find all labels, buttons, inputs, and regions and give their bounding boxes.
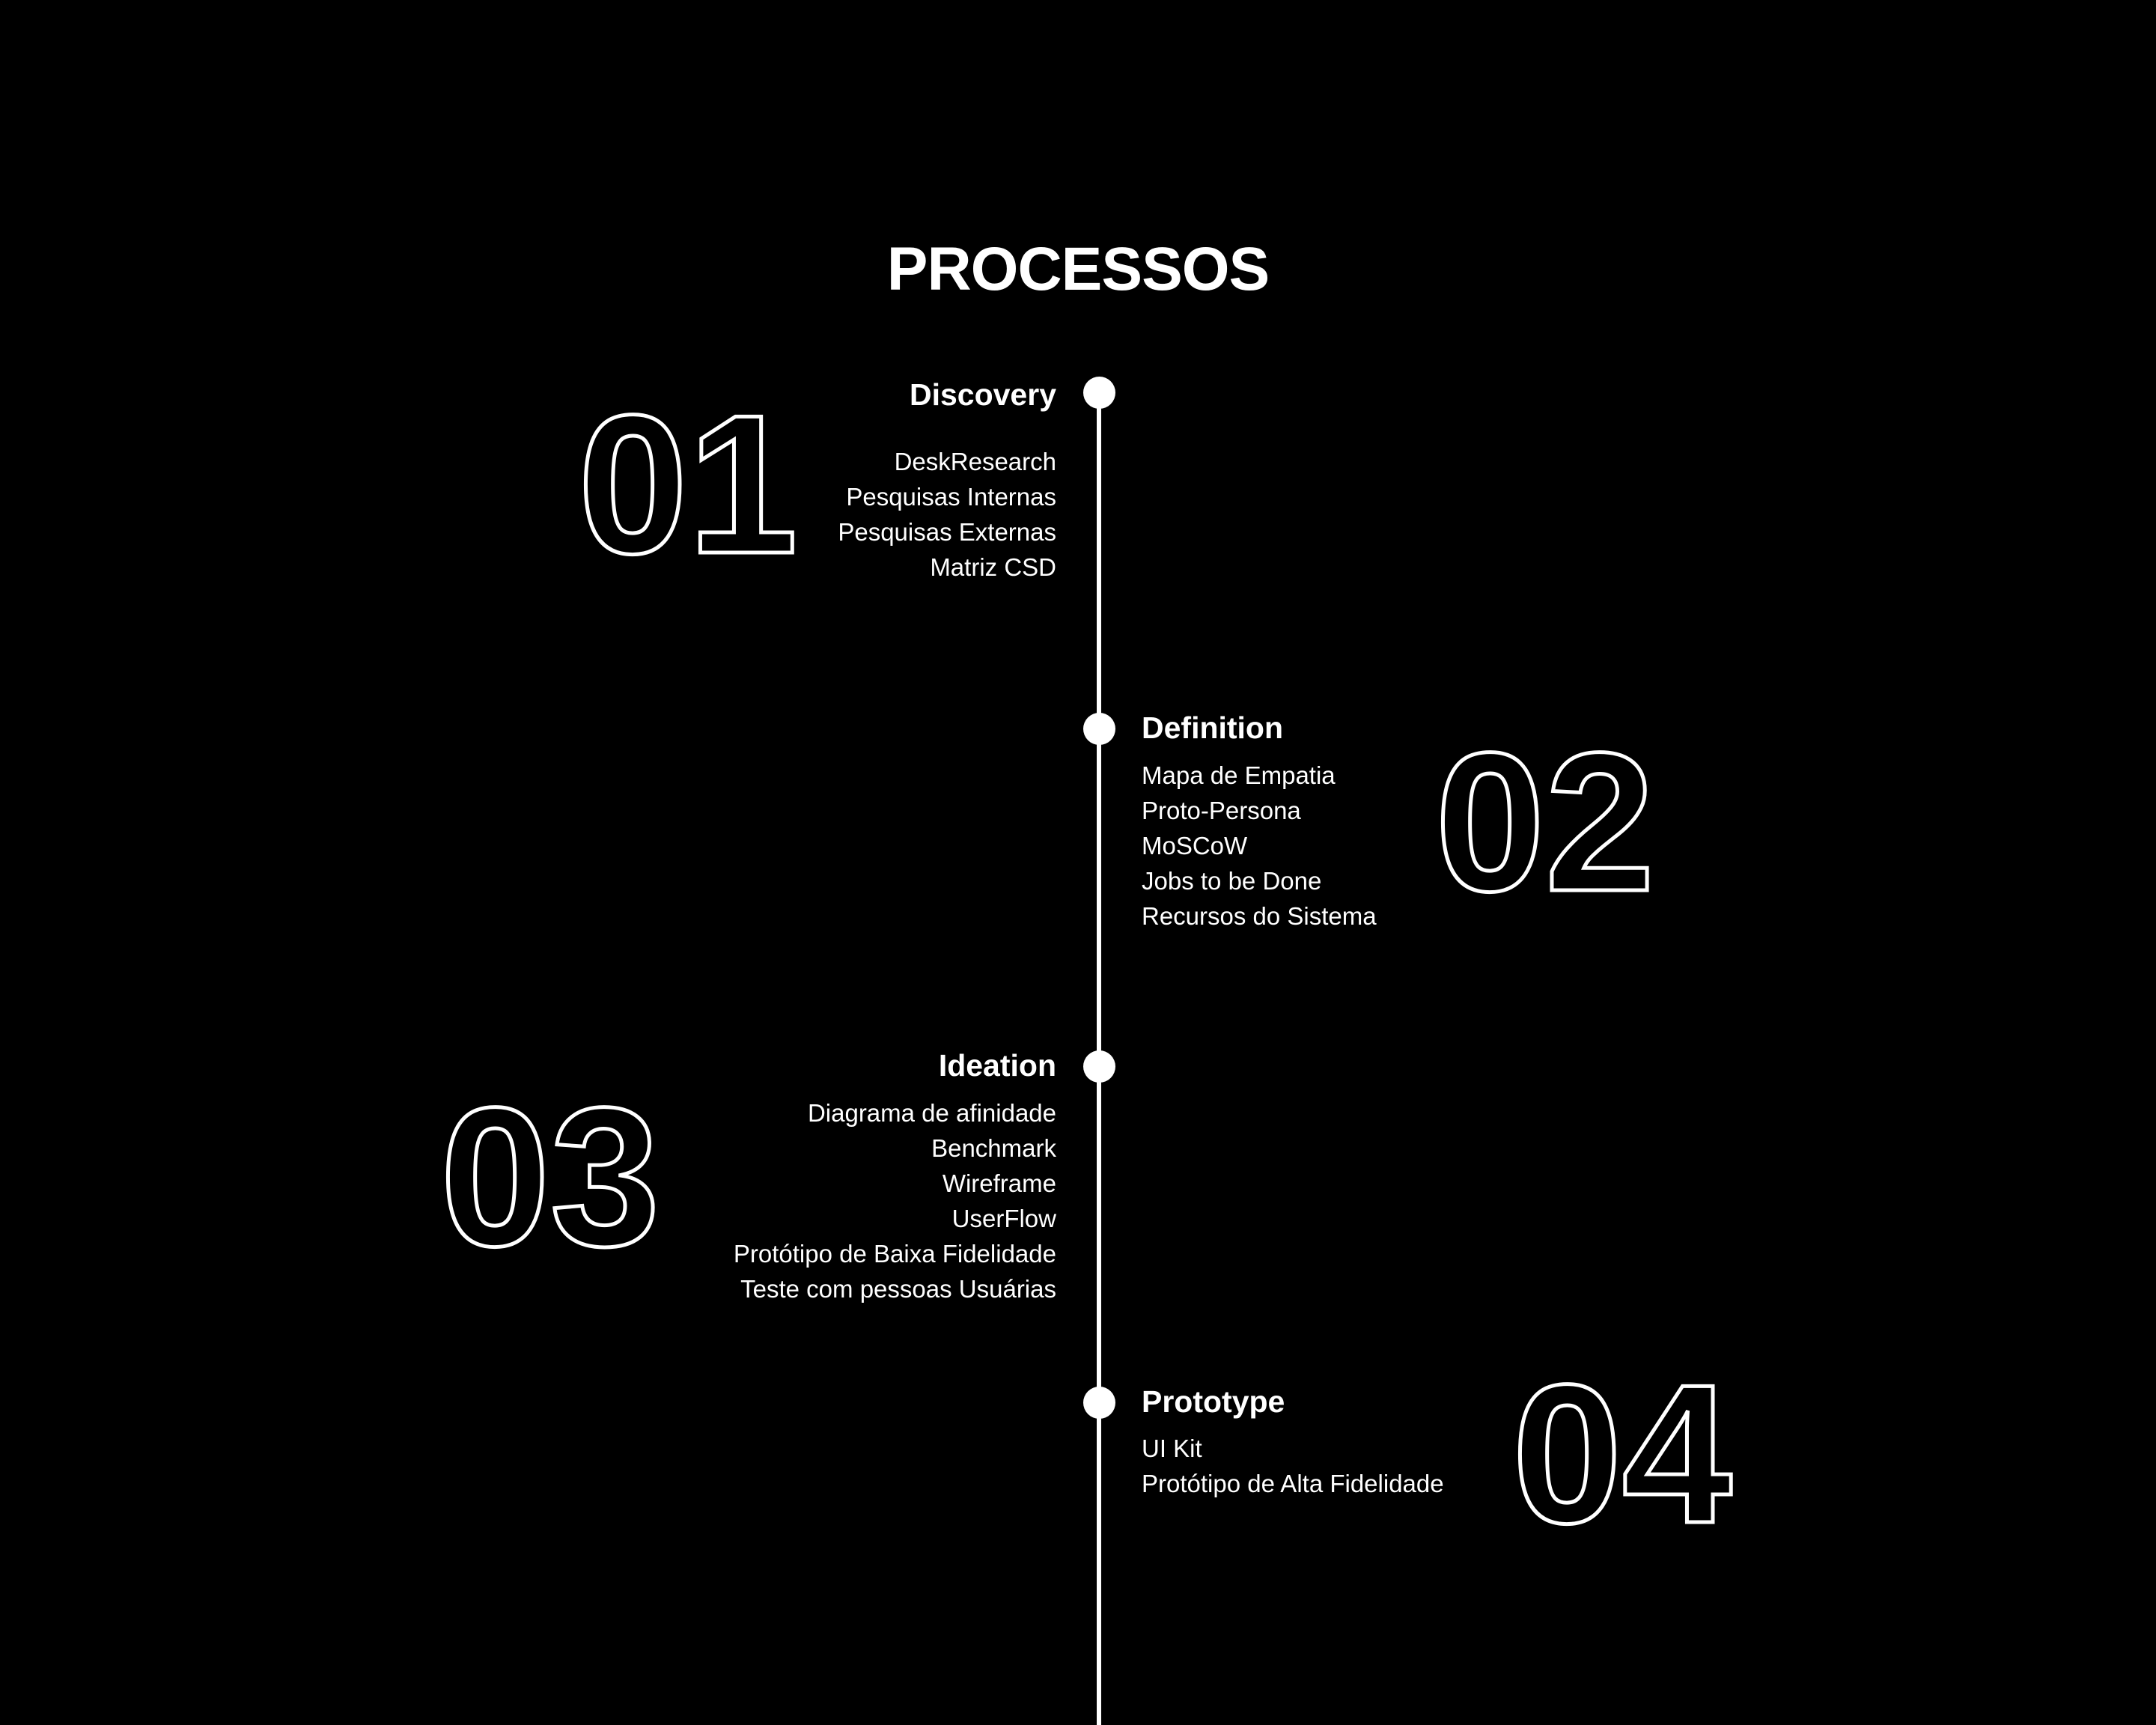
stage-item: Wireframe [942, 1169, 1056, 1197]
stage-definition-items: Mapa de Empatia Proto-Persona MoSCoW Job… [1142, 758, 1377, 934]
stage-item: Protótipo de Alta Fidelidade [1142, 1470, 1444, 1497]
stage-number-02: 02 [1434, 711, 1657, 932]
timeline-dot-prototype [1083, 1387, 1115, 1419]
stage-item: Jobs to be Done [1142, 867, 1322, 895]
stage-item: Matriz CSD [930, 553, 1056, 581]
timeline-dot-definition [1083, 713, 1115, 745]
stage-item: UserFlow [951, 1205, 1056, 1232]
stage-number-03: 03 [439, 1066, 663, 1287]
stage-prototype-items: UI Kit Protótipo de Alta Fidelidade [1142, 1431, 1444, 1501]
stage-prototype-label: Prototype [1142, 1384, 1285, 1419]
stage-item: Proto-Persona [1142, 797, 1301, 824]
stage-item: Benchmark [931, 1134, 1056, 1162]
timeline-dot-ideation [1083, 1050, 1115, 1083]
stage-ideation-items: Diagrama de afinidade Benchmark Wirefram… [734, 1095, 1056, 1306]
stage-item: Mapa de Empatia [1142, 761, 1336, 789]
stage-item: MoSCoW [1142, 832, 1248, 860]
stage-definition-label: Definition [1142, 711, 1284, 745]
stage-discovery-items: DeskResearch Pesquisas Internas Pesquisa… [838, 444, 1056, 585]
stage-item: Pesquisas Externas [838, 518, 1056, 546]
stage-item: Teste com pessoas Usuárias [740, 1275, 1056, 1303]
stage-item: DeskResearch [894, 448, 1056, 475]
stage-item: Protótipo de Baixa Fidelidade [733, 1240, 1056, 1268]
page-title: PROCESSOS [886, 234, 1270, 303]
stage-discovery-label: Discovery [909, 377, 1056, 412]
stage-item: Recursos do Sistema [1142, 902, 1377, 930]
stage-item: Pesquisas Internas [846, 483, 1056, 511]
timeline-dot-discovery [1083, 377, 1115, 409]
stage-number-04: 04 [1511, 1343, 1735, 1564]
stage-item: UI Kit [1142, 1435, 1202, 1462]
stage-ideation-label: Ideation [938, 1048, 1056, 1083]
stage-number-01: 01 [576, 374, 800, 594]
stage-item: Diagrama de afinidade [807, 1099, 1056, 1127]
